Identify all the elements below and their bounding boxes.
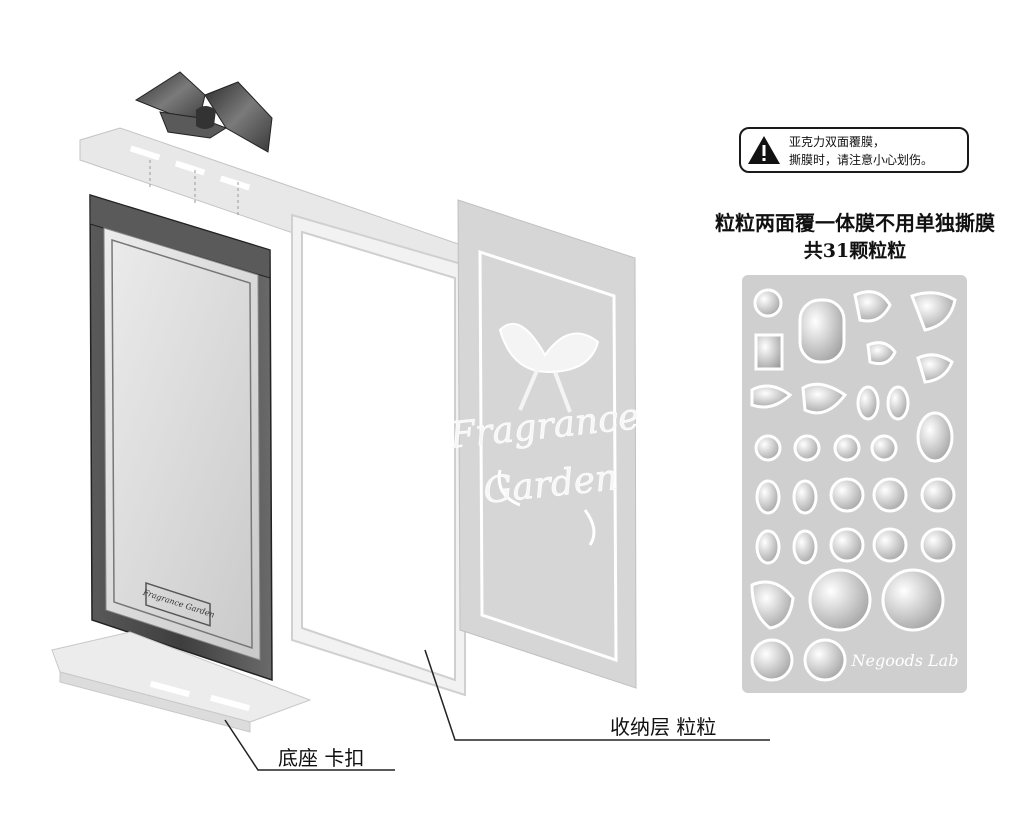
film-warning-box: 亚克力双面覆膜， 撕膜时，请注意小心划伤。 [739, 127, 969, 173]
back-decorative-panel [457, 199, 637, 689]
pieces-sheet [742, 275, 967, 693]
warning-line-2: 撕膜时，请注意小心划伤。 [789, 153, 934, 167]
front-frame-panel [89, 193, 273, 682]
base-clip-label: 底座 卡扣 [278, 746, 365, 770]
warning-triangle-icon [748, 136, 780, 164]
leader-lines [224, 649, 770, 771]
pieces-count: 共31颗粒粒 [803, 240, 907, 262]
storage-layer-label: 收纳层 粒粒 [610, 715, 717, 739]
sheet-signature: Negoods Lab [851, 651, 959, 670]
base-stand [51, 631, 312, 733]
pieces-headline: 粒粒两面覆一体膜不用单独撕膜 [715, 211, 995, 235]
clear-acrylic-layer [291, 213, 466, 697]
warning-line-1: 亚克力双面覆膜， [789, 135, 886, 149]
ribbon-bow-topper [134, 71, 273, 153]
